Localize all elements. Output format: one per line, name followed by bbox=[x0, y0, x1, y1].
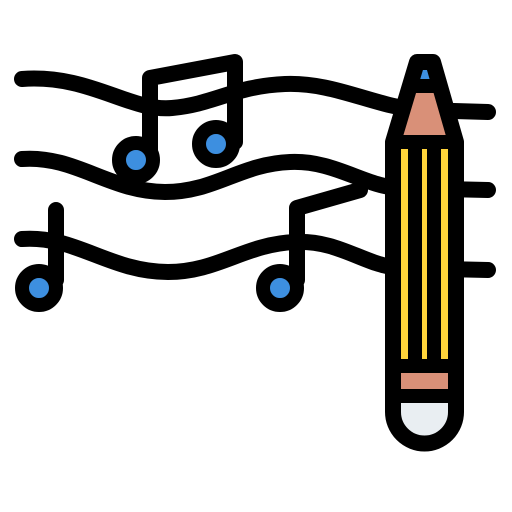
staff-lines bbox=[14, 70, 496, 280]
note-head-middle bbox=[256, 264, 304, 312]
pencil-body bbox=[393, 142, 456, 366]
note-head-top-right bbox=[192, 120, 240, 168]
staff-line-bottom bbox=[14, 230, 496, 280]
note-beam-top bbox=[142, 54, 243, 163]
note-head-left bbox=[15, 264, 63, 312]
note-head-top-left bbox=[112, 136, 160, 184]
beamed-notes-top bbox=[112, 54, 243, 184]
flagged-note-middle bbox=[256, 182, 368, 312]
single-note-left bbox=[15, 202, 64, 312]
staff-line-middle bbox=[14, 150, 496, 200]
pencil-outline bbox=[385, 54, 464, 452]
note-flag-middle bbox=[289, 182, 368, 288]
staff-line-top bbox=[14, 70, 496, 120]
pencil-icon bbox=[385, 54, 464, 452]
